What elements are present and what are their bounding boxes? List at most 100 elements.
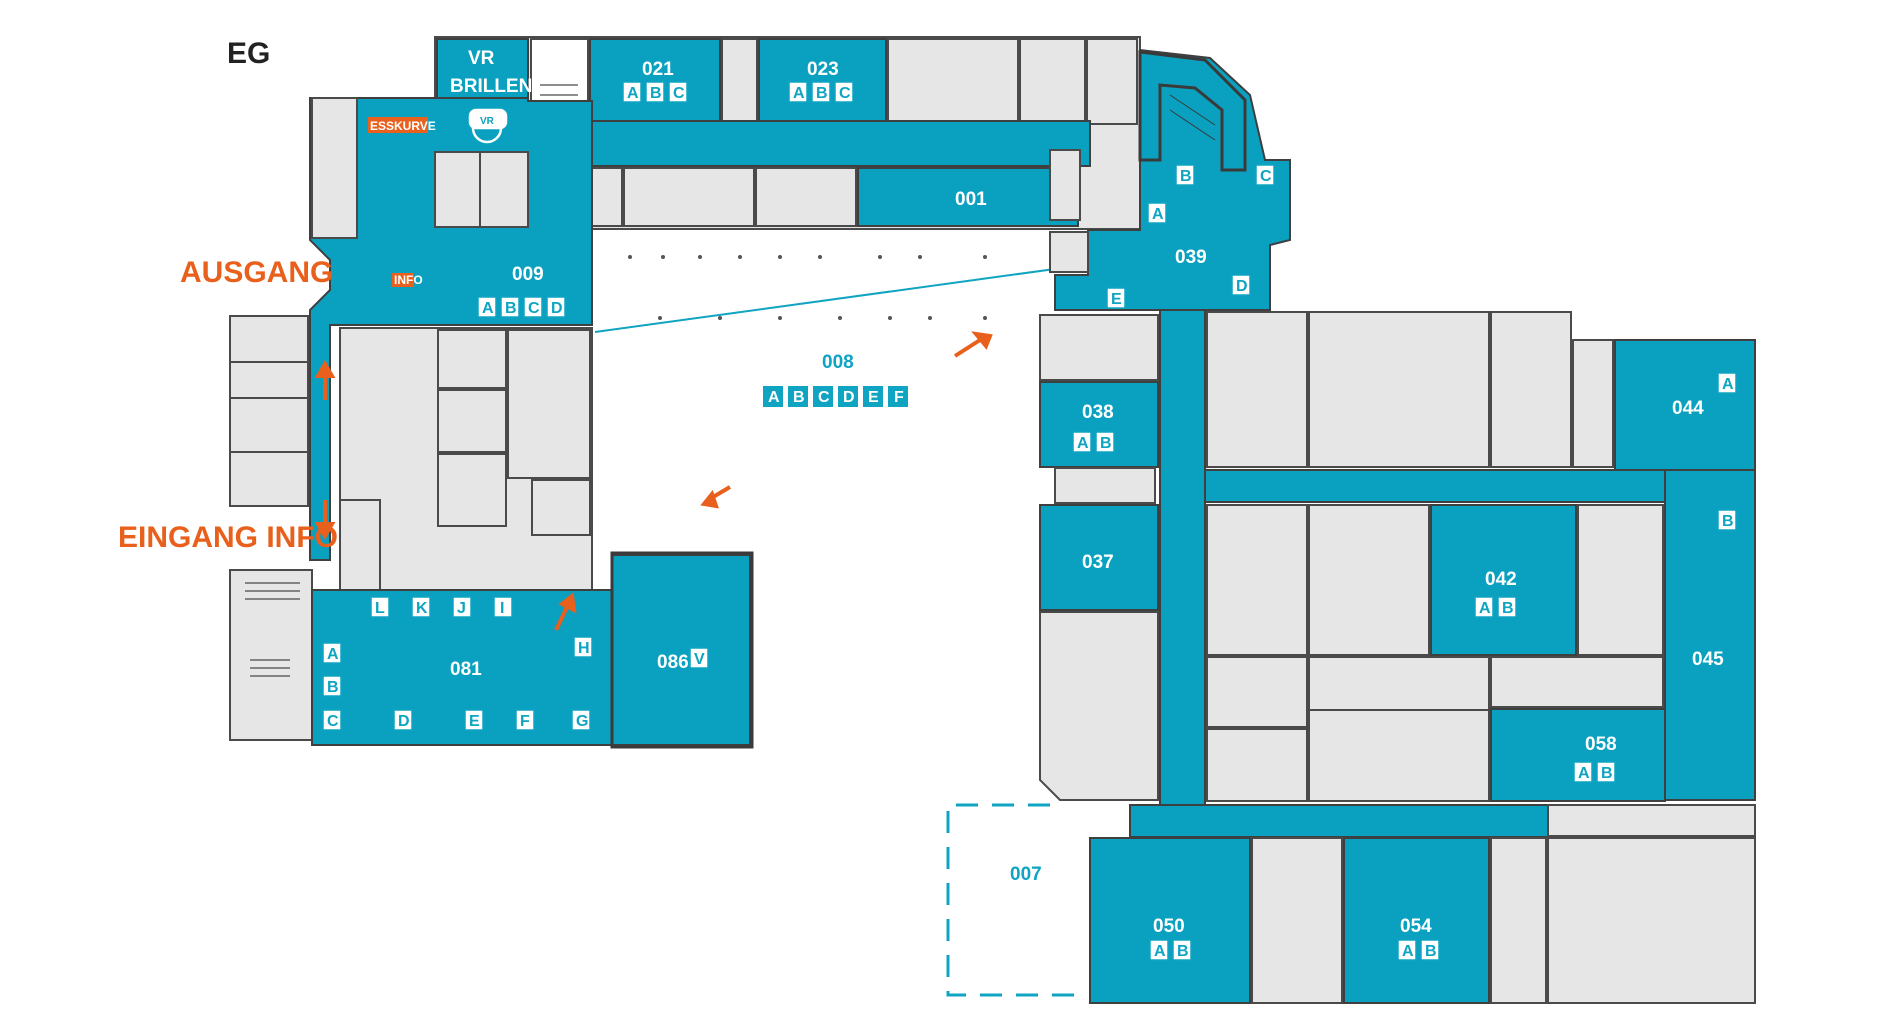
- badge-023-c: C: [834, 81, 854, 103]
- svg-text:B: B: [1502, 600, 1514, 617]
- badge-008-c: C: [813, 386, 833, 407]
- badge-044-b: B: [1717, 509, 1737, 531]
- badge-058-a: A: [1573, 761, 1593, 783]
- svg-text:C: C: [1260, 168, 1272, 185]
- svg-text:A: A: [1402, 943, 1414, 960]
- badge-021-c: C: [668, 81, 688, 103]
- badge-044-a: A: [1717, 372, 1737, 394]
- badge-008-a: A: [763, 386, 783, 407]
- badge-081-h: H: [573, 636, 593, 658]
- badge-054-a: A: [1397, 939, 1417, 961]
- badge-081-l: L: [370, 596, 390, 618]
- svg-text:A: A: [627, 85, 639, 102]
- room-023-label: 023: [807, 59, 839, 80]
- room-058-label: 058: [1585, 734, 1617, 755]
- room-039-label: 039: [1175, 247, 1207, 268]
- room-037-label: 037: [1082, 552, 1114, 573]
- svg-text:D: D: [843, 389, 855, 406]
- badge-054-b: B: [1420, 939, 1440, 961]
- svg-text:B: B: [505, 300, 517, 317]
- west-wing: [229, 97, 754, 749]
- badge-009-b: B: [500, 296, 520, 318]
- badge-081-f: F: [515, 709, 535, 731]
- badge-050-b: B: [1172, 939, 1192, 961]
- svg-text:B: B: [327, 679, 339, 696]
- east-wing: [946, 48, 1756, 1004]
- svg-text:B: B: [1722, 513, 1734, 530]
- svg-text:D: D: [551, 300, 563, 317]
- badge-086-v: V: [689, 647, 709, 669]
- svg-text:B: B: [1180, 168, 1192, 185]
- badge-038-b: B: [1095, 431, 1115, 453]
- badge-039-e: E: [1106, 287, 1126, 309]
- badge-039-b: B: [1175, 164, 1195, 186]
- badge-081-i: I: [493, 596, 513, 618]
- badge-081-c: C: [322, 709, 342, 731]
- room-054-label: 054: [1400, 916, 1432, 937]
- svg-text:A: A: [1722, 376, 1734, 393]
- info-sign-bg: [392, 273, 414, 287]
- svg-text:C: C: [327, 713, 339, 730]
- svg-text:F: F: [520, 713, 530, 730]
- room-009-label: 009: [512, 264, 544, 285]
- room-vr-label-1: VR: [468, 48, 495, 69]
- svg-text:B: B: [816, 85, 828, 102]
- badge-081-d: D: [393, 709, 413, 731]
- svg-text:V: V: [694, 651, 705, 668]
- svg-text:I: I: [500, 600, 504, 617]
- info-sign: INFO: [394, 273, 423, 287]
- svg-text:A: A: [1077, 435, 1089, 452]
- badge-023-a: A: [788, 81, 808, 103]
- room-086-label: 086: [657, 652, 689, 673]
- badge-039-a: A: [1147, 202, 1167, 224]
- badge-009-c: C: [523, 296, 543, 318]
- svg-text:B: B: [793, 389, 805, 406]
- svg-text:K: K: [416, 600, 428, 617]
- svg-text:C: C: [818, 389, 830, 406]
- svg-text:F: F: [894, 389, 904, 406]
- badge-039-d: D: [1231, 274, 1251, 296]
- svg-text:C: C: [839, 85, 851, 102]
- badge-050-a: A: [1149, 939, 1169, 961]
- svg-text:A: A: [1578, 765, 1590, 782]
- badge-042-b: B: [1497, 596, 1517, 618]
- exit-sign: AUSGANG: [180, 256, 333, 289]
- room-042-label: 042: [1485, 569, 1517, 590]
- section-badges: A B C A B C A B C D A B C D E A B A B A …: [322, 81, 1737, 961]
- svg-text:B: B: [1100, 435, 1112, 452]
- room-044-label: 044: [1672, 398, 1704, 419]
- room-050-label: 050: [1153, 916, 1185, 937]
- badge-008-b: B: [788, 386, 808, 407]
- svg-text:C: C: [528, 300, 540, 317]
- svg-text:C: C: [673, 85, 685, 102]
- floor-label: EG: [227, 37, 270, 70]
- svg-text:B: B: [1425, 943, 1437, 960]
- badge-021-a: A: [622, 81, 642, 103]
- room-001-label: 001: [955, 189, 987, 210]
- room-008-label: 008: [822, 352, 854, 373]
- svg-text:A: A: [768, 389, 780, 406]
- room-021-label: 021: [642, 59, 674, 80]
- badge-058-b: B: [1596, 761, 1616, 783]
- room-007-label: 007: [1010, 864, 1042, 885]
- room-vr-label-2: BRILLEN: [450, 76, 532, 97]
- svg-text:L: L: [375, 600, 385, 617]
- svg-text:A: A: [482, 300, 494, 317]
- direction-arrows: [314, 331, 993, 631]
- svg-text:B: B: [650, 85, 662, 102]
- hall-008: [594, 255, 1063, 333]
- badge-009-a: A: [477, 296, 497, 318]
- svg-text:G: G: [576, 713, 588, 730]
- svg-text:A: A: [1152, 206, 1164, 223]
- badge-008-e: E: [863, 386, 883, 407]
- svg-text:J: J: [457, 600, 466, 617]
- badge-081-a: A: [322, 642, 342, 664]
- svg-text:A: A: [793, 85, 805, 102]
- room-038-label: 038: [1082, 402, 1114, 423]
- badge-008-d: D: [838, 386, 858, 407]
- badge-038-a: A: [1072, 431, 1092, 453]
- svg-text:D: D: [398, 713, 410, 730]
- badge-081-k: K: [411, 596, 431, 618]
- svg-text:E: E: [868, 389, 879, 406]
